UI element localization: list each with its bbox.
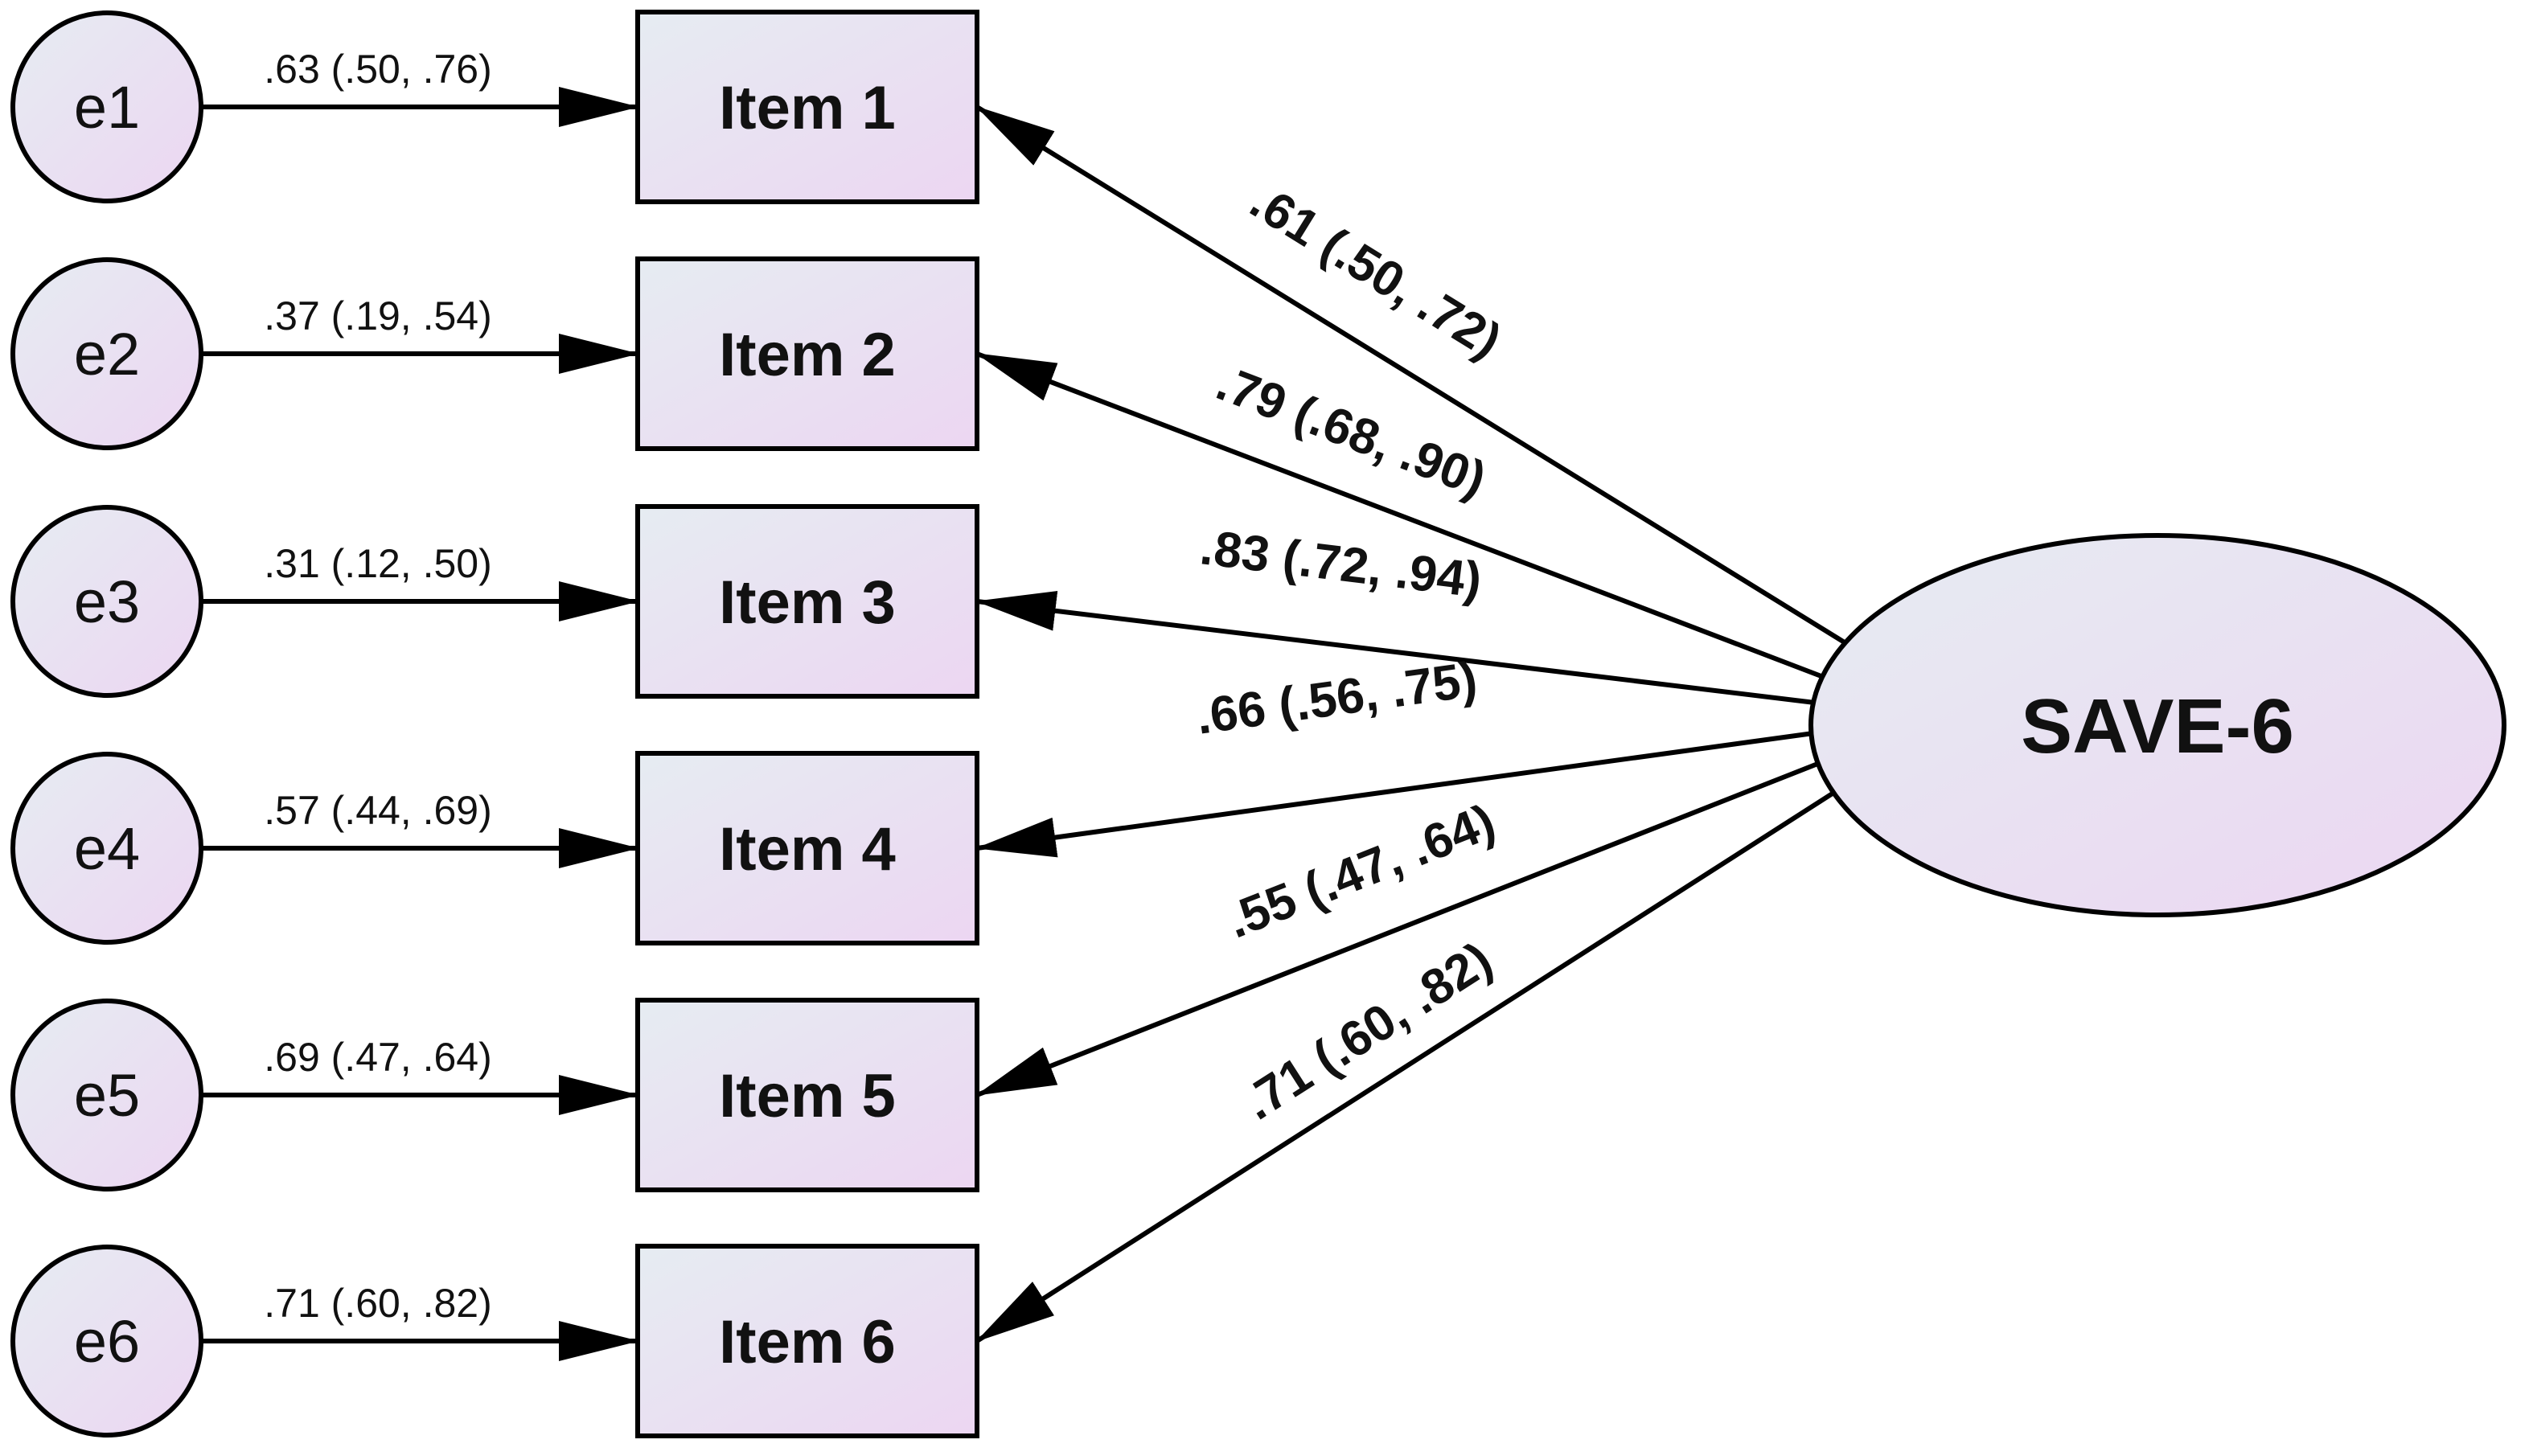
latent-node (1808, 533, 2506, 917)
error-node-5 (10, 999, 203, 1191)
latent-label: SAVE-6 (2021, 683, 2294, 769)
error-node-label-3: e3 (74, 568, 140, 635)
nodes-layer: e1 e2 e3 e4 e5 e6 Item 1 Item 2 Item 3 Item 4 Item… (10, 10, 2506, 1438)
error-node-1 (10, 10, 203, 203)
error-node-6 (10, 1245, 203, 1438)
error-path-label-2: .37 (.19, .54) (264, 293, 492, 338)
loading-path-5 (975, 759, 1825, 1097)
error-path-label-1: .63 (.50, .76) (264, 47, 492, 92)
error-node-label-1: e1 (74, 74, 140, 141)
loading-path-6 (975, 788, 1839, 1343)
loading-path-2 (975, 351, 1827, 680)
loading-label-5: .55 (.47, .64) (1219, 794, 1502, 949)
item-label-1: Item 1 (719, 74, 896, 142)
item-label-3: Item 3 (719, 568, 896, 637)
error-node-label-5: e5 (74, 1062, 140, 1129)
error-path-label-5: .69 (.47, .64) (264, 1035, 492, 1080)
item-label-6: Item 6 (719, 1308, 896, 1376)
error-path-label-4: .57 (.44, .69) (264, 788, 492, 833)
item-box-6 (635, 1244, 979, 1438)
item-box-3 (635, 504, 979, 699)
loading-label-1: .61 (.50, .72) (1241, 174, 1510, 369)
loading-path-1 (975, 105, 1849, 646)
item-box-1 (635, 10, 979, 204)
error-node-4 (10, 752, 203, 945)
loading-path-4 (975, 731, 1814, 858)
error-path-label-6: .71 (.60, .82) (264, 1281, 492, 1326)
item-box-2 (635, 256, 979, 451)
error-path-label-3: .31 (.12, .50) (264, 541, 492, 586)
item-label-5: Item 5 (719, 1062, 896, 1130)
error-node-label-6: e6 (74, 1308, 140, 1375)
paths-layer (201, 87, 1849, 1361)
item-label-2: Item 2 (719, 321, 896, 389)
error-node-3 (10, 505, 203, 698)
error-node-label-2: e2 (74, 321, 140, 388)
item-box-5 (635, 998, 979, 1192)
item-box-4 (635, 751, 979, 945)
loading-label-2: .79 (.68, .90) (1209, 355, 1493, 508)
item-label-4: Item 4 (719, 815, 896, 884)
loading-path-3 (975, 590, 1816, 705)
error-node-2 (10, 257, 203, 450)
loading-label-4: .66 (.56, .75) (1193, 652, 1480, 745)
error-node-label-4: e4 (74, 815, 140, 882)
